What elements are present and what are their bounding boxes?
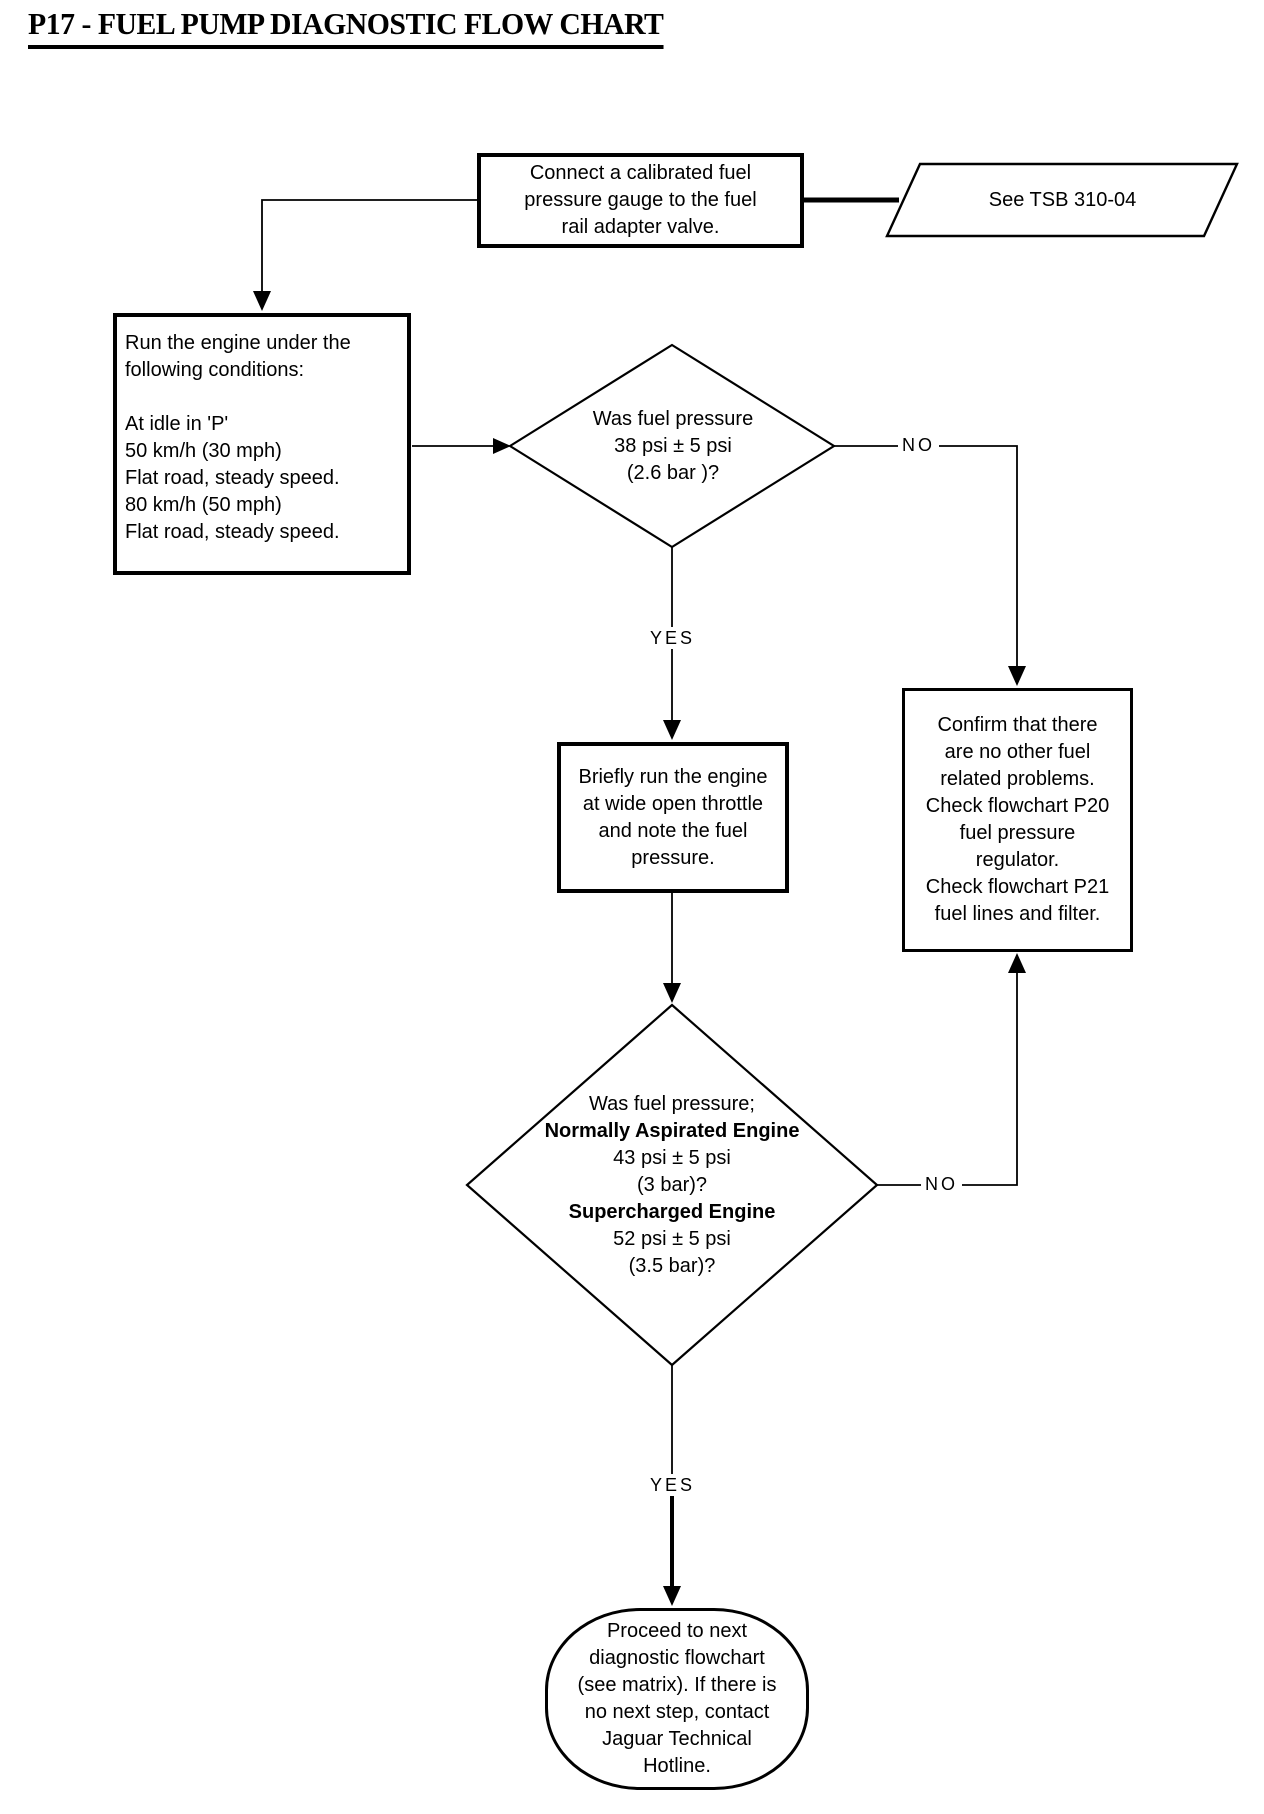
decision1-line: 38 psi ± 5 psi (614, 434, 732, 457)
decision1-diamond-shape (507, 343, 837, 549)
arrowhead-into-run-box (253, 291, 271, 311)
decision1-no-label: NO (898, 434, 939, 456)
arrowhead-into-decision2 (663, 983, 681, 1003)
decision2-line: (3.5 bar)? (628, 1254, 716, 1277)
decision2-line: 52 psi ± 5 psi (613, 1227, 731, 1250)
edge-decision1-no (834, 445, 1018, 668)
arrowhead-into-briefly-box (663, 720, 681, 740)
edge-connect-to-run (261, 199, 477, 292)
decision1-yes-label: YES (646, 627, 700, 649)
decision1-line: Was fuel pressure (592, 407, 754, 430)
edge-decision2-no (877, 971, 1018, 1186)
decision2-diamond-shape (465, 1003, 879, 1367)
confirm-other-text: Confirm that there are no other fuel rel… (925, 714, 1110, 925)
connect-gauge-text: Connect a calibrated fuel pressure gauge… (524, 162, 757, 238)
decision2-line: Normally Aspirated Engine (544, 1119, 800, 1142)
arrowhead-into-proceed-terminator (663, 1586, 681, 1606)
decision2-line: Was fuel pressure; (589, 1092, 755, 1115)
tsb-parallelogram-shape (885, 162, 1239, 238)
proceed-next-text: Proceed to next diagnostic flowchart (se… (577, 1620, 777, 1777)
proceed-next-terminator: Proceed to next diagnostic flowchart (se… (545, 1608, 809, 1790)
run-engine-box: Run the engine under the following condi… (113, 313, 411, 575)
arrowhead-into-confirm-box-top (1008, 666, 1026, 686)
connect-gauge-box: Connect a calibrated fuel pressure gauge… (477, 153, 804, 248)
decision1-text: Was fuel pressure 38 psi ± 5 psi (2.6 ba… (512, 404, 834, 488)
decision2-yes-label: YES (646, 1474, 700, 1496)
run-engine-text: Run the engine under the following condi… (125, 332, 351, 543)
tsb-reference-text: See TSB 310-04 (988, 188, 1137, 211)
arrowhead-into-decision1 (493, 438, 511, 454)
briefly-run-text: Briefly run the engine at wide open thro… (578, 765, 768, 869)
decision2-line: Supercharged Engine (568, 1200, 776, 1223)
page-title: P17 - FUEL PUMP DIAGNOSTIC FLOW CHART (28, 6, 664, 49)
decision2-line: 43 psi ± 5 psi (613, 1146, 731, 1169)
decision2-no-label: NO (921, 1173, 962, 1195)
briefly-run-box: Briefly run the engine at wide open thro… (557, 742, 789, 893)
tsb-reference-node: See TSB 310-04 (900, 186, 1225, 214)
decision1-line: (2.6 bar )? (626, 461, 720, 484)
decision2-line: (3 bar)? (636, 1173, 708, 1196)
arrowhead-into-confirm-box-bottom (1008, 953, 1026, 973)
confirm-other-box: Confirm that there are no other fuel rel… (902, 688, 1133, 952)
decision2-text: Was fuel pressure; Normally Aspirated En… (472, 1090, 872, 1280)
